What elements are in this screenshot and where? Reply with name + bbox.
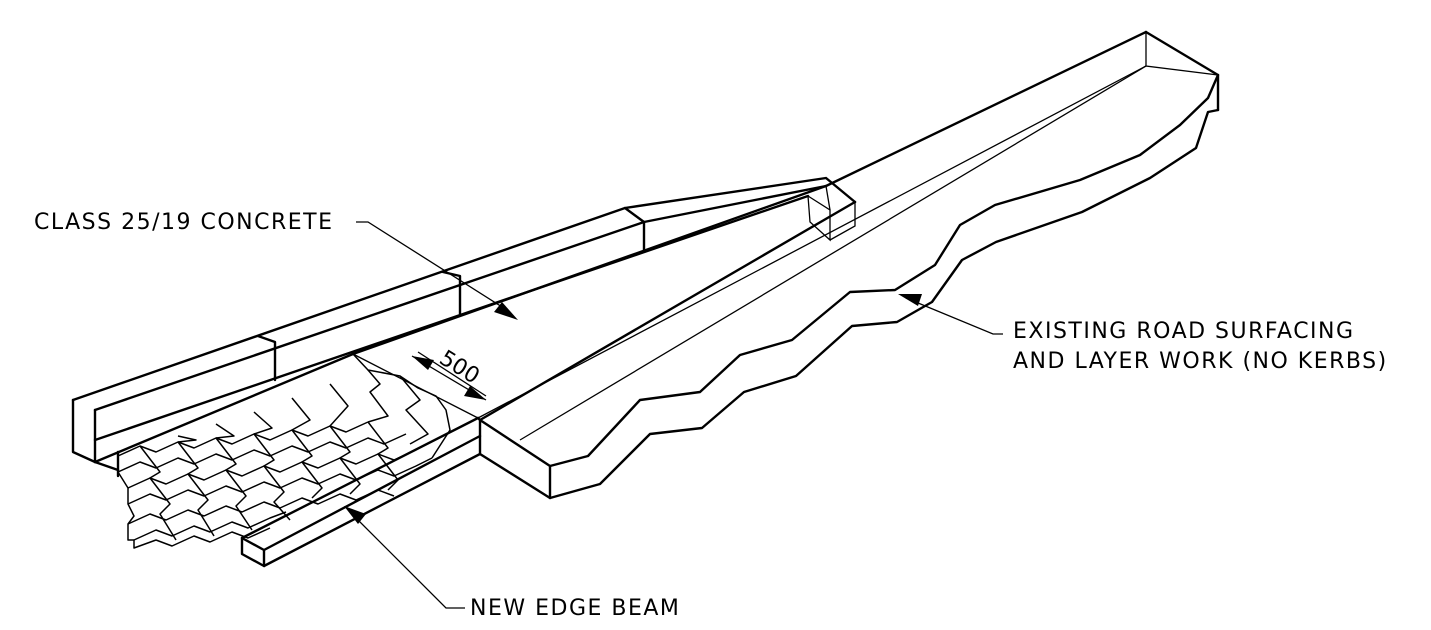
label-edge-beam: NEW EDGE BEAM (470, 596, 680, 621)
label-concrete: CLASS 25/19 CONCRETE (34, 210, 334, 235)
arrow-concrete (494, 302, 518, 320)
arrow-existing (898, 294, 922, 306)
arrow-edge-beam (344, 506, 366, 524)
dimension-500: 500 (411, 346, 487, 401)
label-concrete-group: CLASS 25/19 CONCRETE (34, 210, 518, 320)
paving-blocks (93, 353, 451, 549)
label-existing-line1: EXISTING ROAD SURFACING (1013, 319, 1355, 344)
label-existing-group: EXISTING ROAD SURFACING AND LAYER WORK (… (898, 294, 1388, 374)
existing-road-slab (477, 30, 1220, 500)
dimension-label: 500 (435, 346, 484, 389)
label-existing-line2: AND LAYER WORK (NO KERBS) (1013, 349, 1388, 374)
label-edge-beam-group: NEW EDGE BEAM (344, 506, 680, 621)
new-edge-beam (240, 416, 482, 568)
